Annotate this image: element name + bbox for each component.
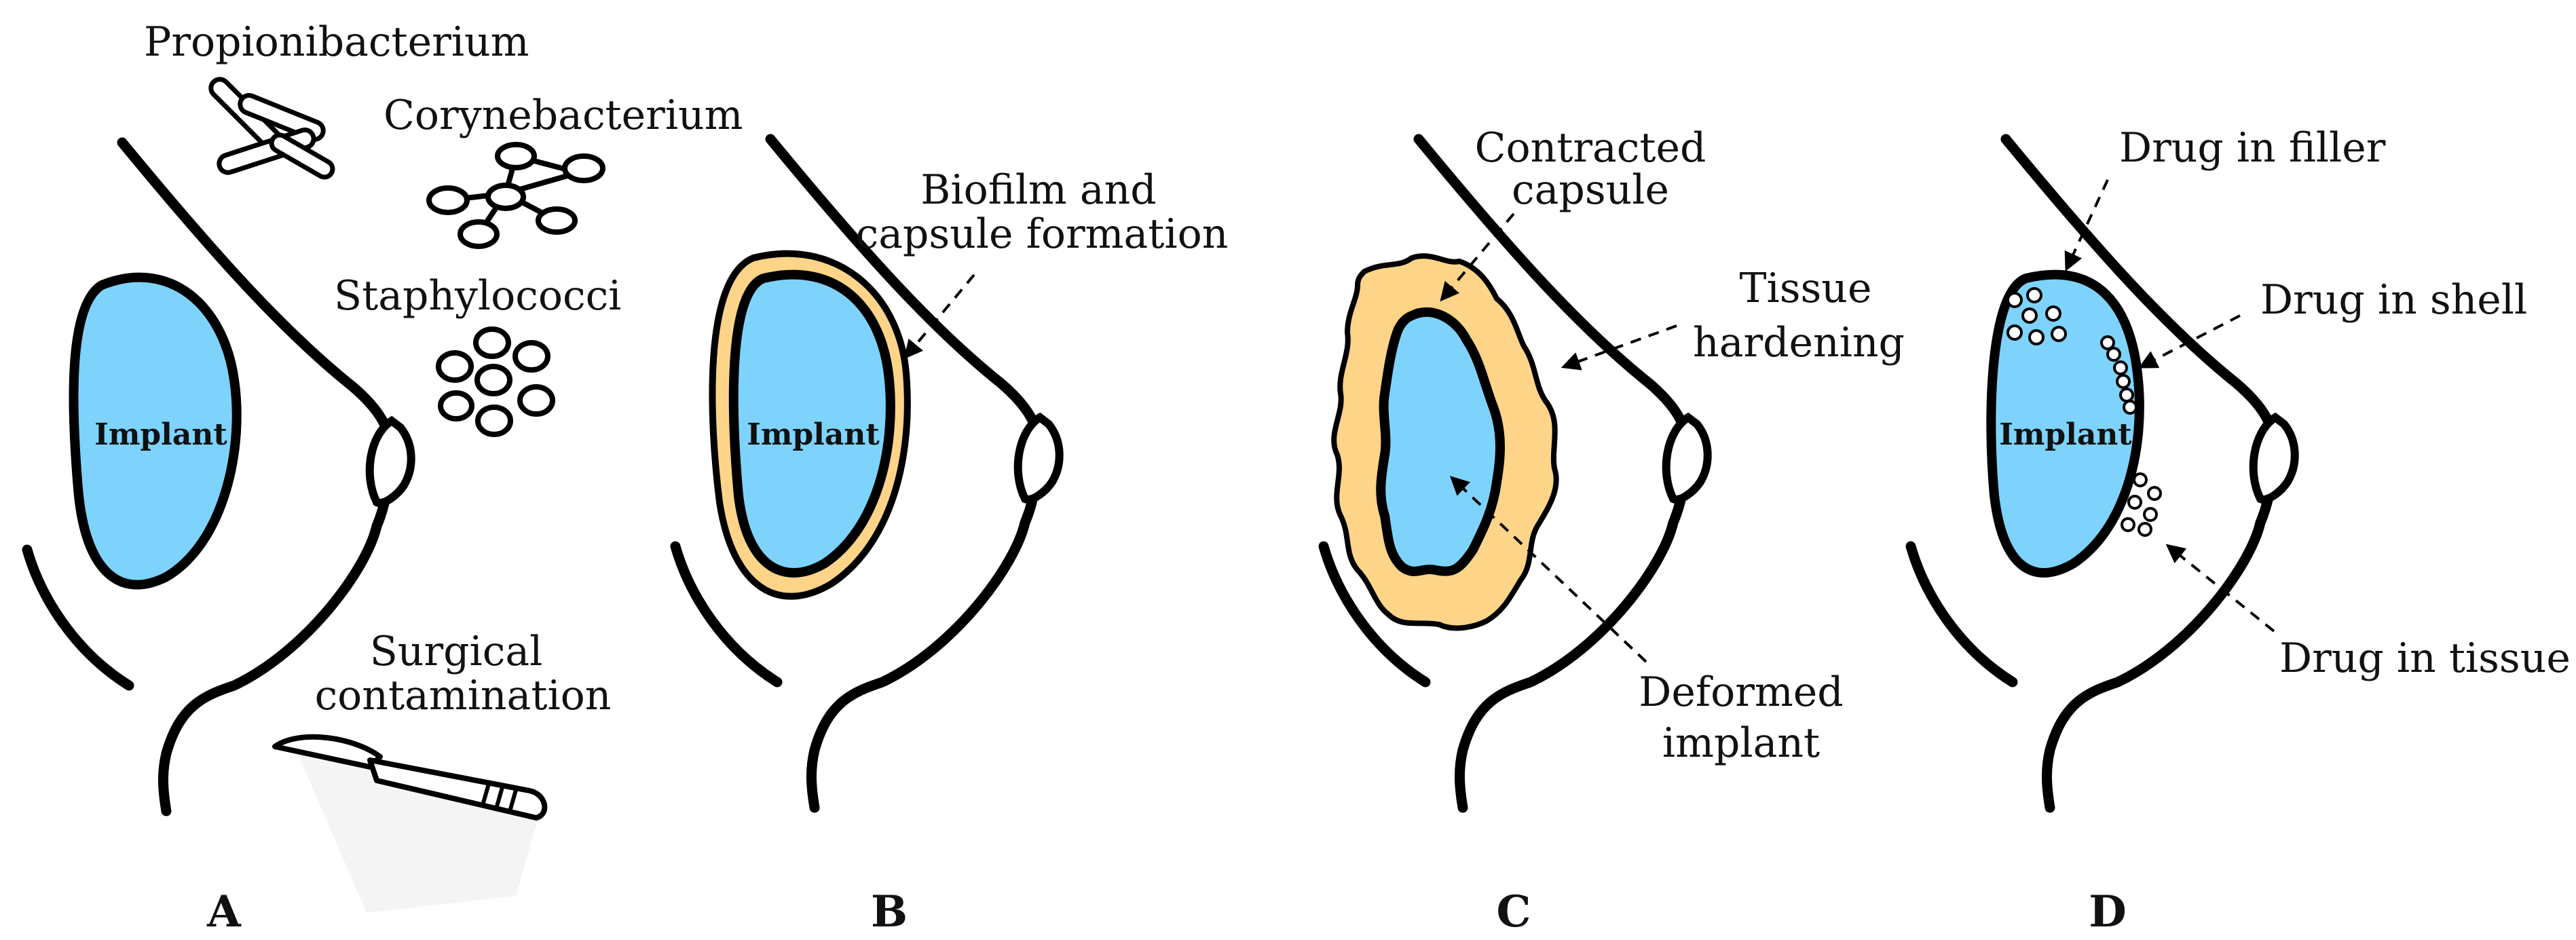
scalpel-icon <box>275 737 544 913</box>
label-hardening-line2: hardening <box>1693 319 1905 366</box>
corynebacterium-icon <box>429 145 603 246</box>
label-drug-in-filler: Drug in filler <box>2119 124 2386 172</box>
nipple <box>370 421 411 503</box>
label-contracted-line2: capsule <box>1512 166 1669 214</box>
label-biofilm-line1: Biofilm and <box>920 166 1156 214</box>
label-corynebacterium: Corynebacterium <box>384 92 743 139</box>
tissue-arrow <box>2169 546 2274 631</box>
panel-letter-d: D <box>2089 886 2127 937</box>
label-propionibacterium: Propionibacterium <box>144 18 529 66</box>
panel-d: Implant Drug in filler Drug in shell Dru… <box>1911 124 2571 937</box>
staphylococci-icon <box>438 329 553 434</box>
panel-letter-b: B <box>871 886 908 937</box>
label-deformed-line2: implant <box>1662 719 1820 767</box>
label-drug-in-shell: Drug in shell <box>2260 276 2527 324</box>
label-contracted-line1: Contracted <box>1475 124 1706 172</box>
panel-letter-c: C <box>1497 886 1531 937</box>
nipple <box>2254 417 2295 500</box>
implant-label: Implant <box>1999 417 2132 452</box>
nipple <box>1666 417 1708 500</box>
label-contamination: contamination <box>315 672 612 719</box>
implant-label: Implant <box>94 417 227 452</box>
panel-letter-a: A <box>206 886 242 937</box>
panel-c: Contracted capsule Tissue hardening Defo… <box>1324 124 1905 937</box>
panel-b: Implant Biofilm and capsule formation B <box>675 139 1228 937</box>
label-biofilm-line2: capsule formation <box>856 210 1229 258</box>
label-staphylococci: Staphylococci <box>334 272 621 320</box>
label-surgical: Surgical <box>370 628 543 675</box>
label-hardening-line1: Tissue <box>1740 265 1872 312</box>
propionibacterium-icon <box>207 75 335 180</box>
label-drug-in-tissue: Drug in tissue <box>2279 635 2571 682</box>
panel-a: Implant Propionibacterium Corynebacteriu… <box>27 18 743 937</box>
nipple <box>1018 417 1060 500</box>
implant-label: Implant <box>747 417 880 452</box>
label-deformed-line1: Deformed <box>1639 669 1843 716</box>
biofilm-arrow <box>906 275 974 356</box>
